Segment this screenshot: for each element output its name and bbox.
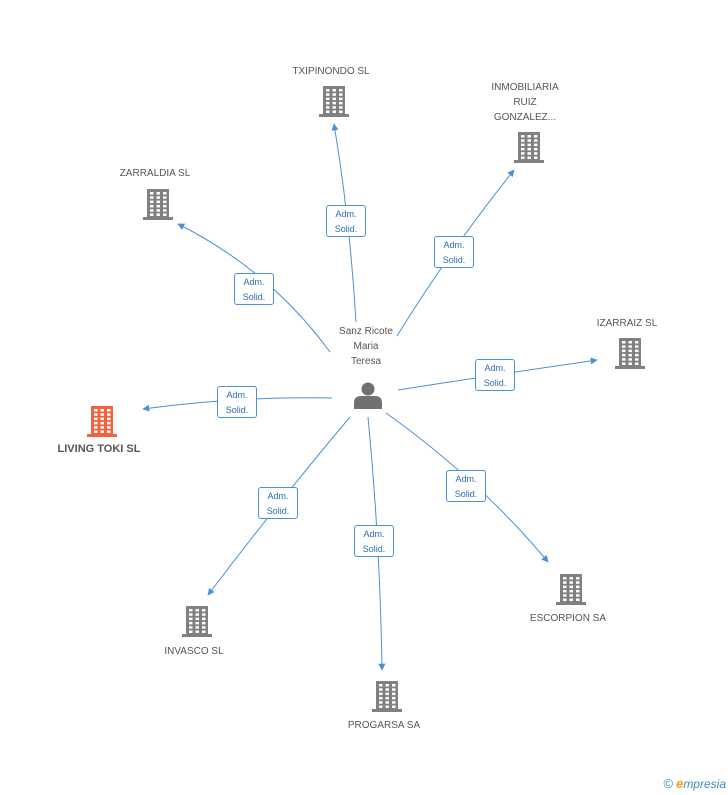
relation-text: Solid.: [362, 544, 386, 554]
relation-text: Solid.: [334, 224, 358, 234]
relation-text: Solid.: [442, 255, 466, 265]
company-label-line: IZARRAIZ SL: [596, 318, 658, 329]
building-icon[interactable]: [556, 574, 586, 605]
relation-badge-txipinondo: Adm. Solid.: [326, 205, 366, 237]
company-label-progarsa[interactable]: PROGARSA SA: [329, 718, 439, 733]
company-label-living-toki[interactable]: LIVING TOKI SL: [39, 442, 159, 457]
company-label-line: TXIPINONDO SL: [292, 66, 370, 77]
relation-badge-zarraldia: Adm. Solid.: [234, 273, 274, 305]
relation-text: Adm.: [484, 363, 506, 373]
relation-text: Solid.: [266, 506, 290, 516]
relation-text: Solid.: [225, 405, 249, 415]
company-label-izarraiz[interactable]: IZARRAIZ SL: [577, 316, 677, 331]
center-person-label: Sanz Ricote Maria Teresa: [318, 324, 414, 369]
relation-badge-escorpion: Adm. Solid.: [446, 470, 486, 502]
relation-badge-izarraiz: Adm. Solid.: [475, 359, 515, 391]
brand-name: mpresia: [683, 777, 726, 791]
building-icon[interactable]: [615, 338, 645, 369]
building-icon[interactable]: [143, 189, 173, 220]
building-icon[interactable]: [319, 86, 349, 117]
relation-text: Solid.: [454, 489, 478, 499]
relation-text: Adm.: [335, 209, 357, 219]
person-icon[interactable]: [354, 382, 382, 410]
company-label-line: INVASCO SL: [164, 646, 224, 657]
relation-text: Adm.: [443, 240, 465, 250]
relation-text: Solid.: [483, 378, 507, 388]
relation-badge-inmobiliaria: Adm. Solid.: [434, 236, 474, 268]
building-icon[interactable]: [372, 681, 402, 712]
company-label-line: LIVING TOKI SL: [57, 443, 141, 455]
relation-badge-progarsa: Adm. Solid.: [354, 525, 394, 557]
company-label-line: PROGARSA SA: [347, 720, 421, 731]
relation-text: Solid.: [242, 292, 266, 302]
center-name-line-1: Sanz Ricote: [339, 326, 393, 337]
copyright-symbol: ©: [663, 776, 674, 791]
company-label-inmobiliaria[interactable]: INMOBILIARIA RUIZ GONZALEZ...: [475, 80, 575, 125]
company-label-line: INMOBILIARIA: [491, 82, 559, 93]
company-label-line: GONZALEZ...: [493, 112, 557, 123]
relation-badge-living-toki: Adm. Solid.: [217, 386, 257, 418]
company-label-invasco[interactable]: INVASCO SL: [144, 644, 244, 659]
footer-brand: ©empresia: [663, 776, 726, 791]
company-label-escorpion[interactable]: ESCORPION SA: [513, 611, 623, 626]
company-label-zarraldia[interactable]: ZARRALDIA SL: [100, 166, 210, 181]
center-name-line-3: Teresa: [350, 356, 381, 367]
relation-text: Adm.: [243, 277, 265, 287]
relation-text: Adm.: [226, 390, 248, 400]
relation-text: Adm.: [363, 529, 385, 539]
relation-badge-invasco: Adm. Solid.: [258, 487, 298, 519]
relation-text: Adm.: [267, 491, 289, 501]
company-label-txipinondo[interactable]: TXIPINONDO SL: [271, 64, 391, 79]
company-label-line: RUIZ: [513, 97, 537, 108]
building-icon[interactable]: [87, 406, 117, 437]
relation-text: Adm.: [455, 474, 477, 484]
company-label-line: ESCORPION SA: [529, 613, 607, 624]
company-label-line: ZARRALDIA SL: [119, 168, 191, 179]
brand-initial: e: [676, 776, 684, 791]
center-name-line-2: Maria: [353, 341, 379, 352]
building-icon[interactable]: [182, 606, 212, 637]
building-icon[interactable]: [514, 132, 544, 163]
